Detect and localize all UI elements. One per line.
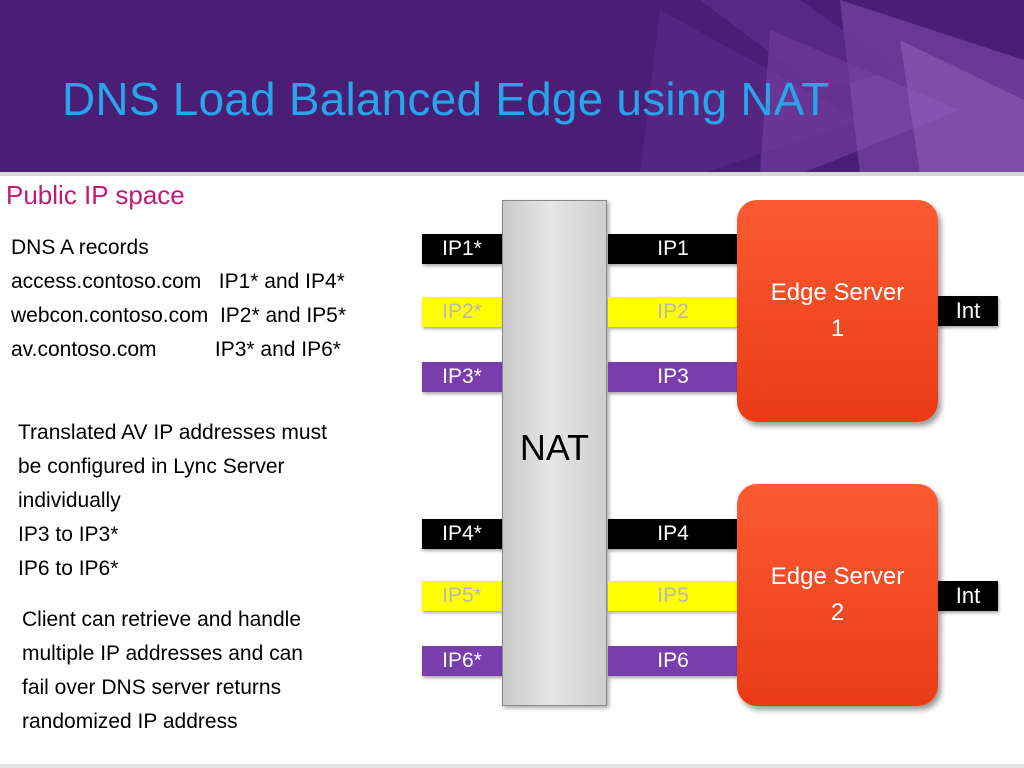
edge-server-2: Edge Server 2 bbox=[737, 484, 938, 706]
private-ip-bar-1: IP1 bbox=[608, 234, 738, 264]
slide-header: DNS Load Balanced Edge using NAT bbox=[0, 0, 1024, 174]
note-line: IP3 to IP3* bbox=[18, 523, 119, 546]
header-arrow-decoration bbox=[640, 0, 1024, 174]
private-ip-bar-2: IP2 bbox=[608, 297, 738, 327]
edge-server-1: Edge Server 1 bbox=[737, 200, 938, 422]
note-line: be configured in Lync Server bbox=[18, 455, 285, 478]
edge-server-label: Edge Server bbox=[770, 279, 905, 306]
header-divider bbox=[0, 172, 1024, 176]
footer-divider bbox=[0, 764, 1024, 768]
dns-record-line: access.contoso.com IP1* and IP4* bbox=[11, 270, 345, 293]
dns-record-line: av.contoso.com IP3* and IP6* bbox=[11, 338, 341, 361]
note-line: multiple IP addresses and can bbox=[22, 642, 303, 665]
public-ip-bar-6: IP6* bbox=[422, 646, 502, 676]
slide-title: DNS Load Balanced Edge using NAT bbox=[62, 73, 830, 125]
dns-records-heading: DNS A records bbox=[11, 236, 149, 259]
private-ip-bar-3: IP3 bbox=[608, 362, 738, 392]
private-ip-bar-6: IP6 bbox=[608, 646, 738, 676]
public-ip-bar-4: IP4* bbox=[422, 519, 502, 549]
public-ip-bar-2: IP2* bbox=[422, 297, 502, 327]
subtitle-public-ip-space: Public IP space bbox=[6, 180, 185, 210]
dns-records-text: DNS A records access.contoso.com IP1* an… bbox=[11, 231, 346, 367]
note-line: randomized IP address bbox=[22, 710, 238, 733]
translated-av-note: Translated AV IP addresses must be confi… bbox=[18, 416, 327, 586]
note-line: Client can retrieve and handle bbox=[22, 608, 302, 631]
note-line: individually bbox=[18, 489, 121, 512]
note-line: IP6 to IP6* bbox=[18, 557, 119, 580]
internal-interface-1: Int bbox=[938, 296, 998, 326]
dns-record-line: webcon.contoso.com IP2* and IP5* bbox=[11, 304, 347, 327]
client-note: Client can retrieve and handle multiple … bbox=[22, 603, 303, 739]
edge-server-label: Edge Server bbox=[770, 563, 905, 590]
note-line: fail over DNS server returns bbox=[22, 676, 282, 699]
public-ip-bar-5: IP5* bbox=[422, 581, 502, 611]
edge-server-number: 2 bbox=[830, 599, 845, 626]
internal-interface-2: Int bbox=[938, 581, 998, 611]
public-ip-bar-3: IP3* bbox=[422, 362, 502, 392]
private-ip-bar-4: IP4 bbox=[608, 519, 738, 549]
private-ip-bar-5: IP5 bbox=[608, 581, 738, 611]
nat-label: NAT bbox=[519, 427, 590, 468]
public-ip-bar-1: IP1* bbox=[422, 234, 502, 264]
edge-server-number: 1 bbox=[830, 315, 845, 342]
note-line: Translated AV IP addresses must bbox=[18, 421, 327, 444]
nat-device: NAT bbox=[502, 200, 607, 706]
